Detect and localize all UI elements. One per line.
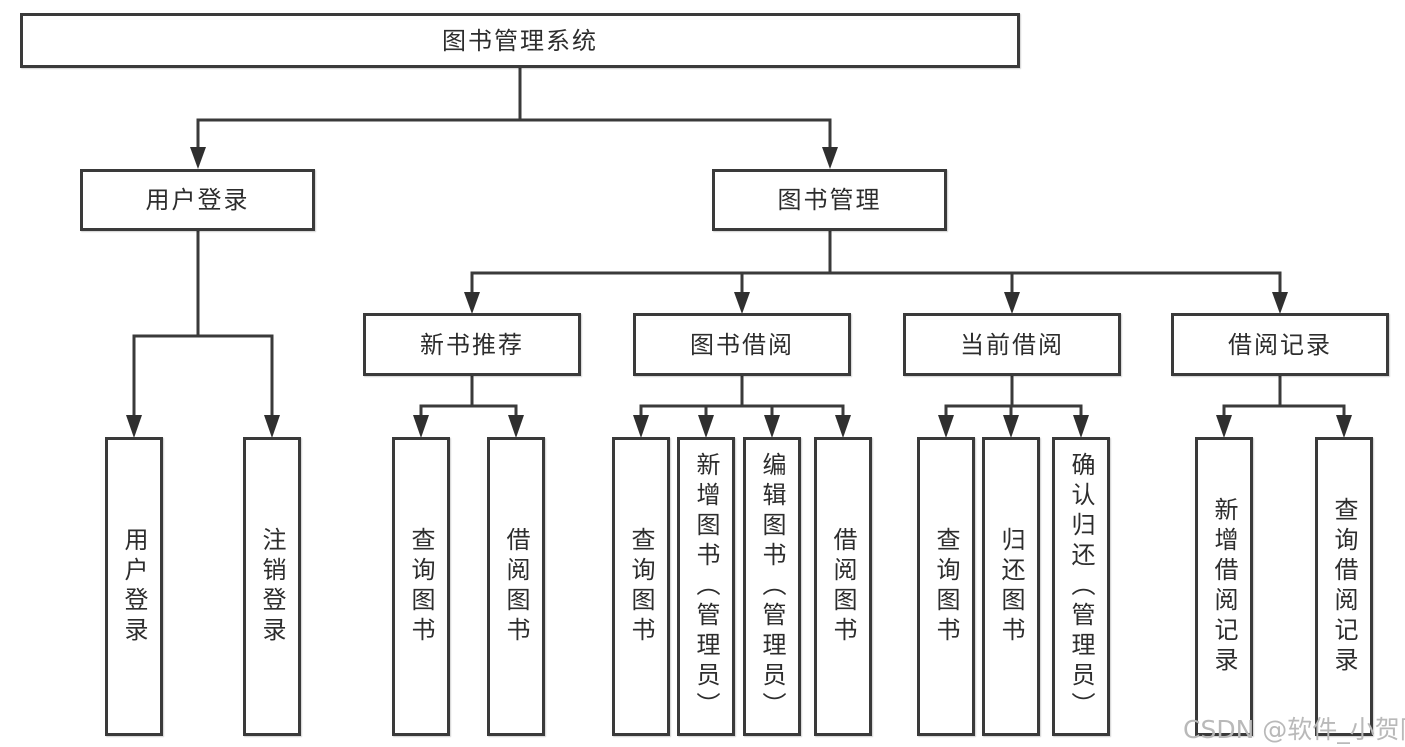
node-borrow-records: 借阅记录 bbox=[1171, 313, 1389, 376]
arrowhead-icons bbox=[126, 147, 1352, 438]
leaf-label: 查询图书 bbox=[932, 526, 960, 647]
leaf-add-borrow-record: 新增借阅记录 bbox=[1195, 437, 1253, 736]
leaf-label: 借阅图书 bbox=[502, 526, 530, 647]
leaf-label: 查询借阅记录 bbox=[1330, 496, 1358, 677]
leaf-query-borrow-record: 查询借阅记录 bbox=[1315, 437, 1373, 736]
leaf-user-login: 用户登录 bbox=[105, 437, 163, 736]
node-root-system: 图书管理系统 bbox=[20, 13, 1020, 68]
watermark: CSDN @软件_小贺同学 bbox=[1183, 710, 1405, 746]
leaf-label: 注销登录 bbox=[258, 526, 286, 647]
leaf-label: 借阅图书 bbox=[829, 526, 857, 647]
leaf-label: 新增借阅记录 bbox=[1210, 496, 1238, 677]
node-book-management: 图书管理 bbox=[712, 169, 947, 231]
leaf-query-books-recommend: 查询图书 bbox=[392, 437, 450, 736]
node-label: 新书推荐 bbox=[420, 330, 524, 359]
leaf-borrow-books: 借阅图书 bbox=[814, 437, 872, 736]
leaf-query-books-borrow: 查询图书 bbox=[612, 437, 670, 736]
leaf-label: 编辑图书（管理员） bbox=[758, 451, 786, 722]
node-current-borrow: 当前借阅 bbox=[903, 313, 1121, 376]
node-user-login: 用户登录 bbox=[80, 169, 315, 231]
node-label: 图书借阅 bbox=[690, 330, 794, 359]
leaf-return-book: 归还图书 bbox=[982, 437, 1040, 736]
leaf-label: 确认归还（管理员） bbox=[1067, 451, 1095, 722]
leaf-label: 新增图书（管理员） bbox=[692, 451, 720, 722]
leaf-label: 查询图书 bbox=[627, 526, 655, 647]
leaf-borrow-books-recommend: 借阅图书 bbox=[487, 437, 545, 736]
node-label: 用户登录 bbox=[145, 186, 250, 214]
leaf-label: 归还图书 bbox=[997, 526, 1025, 647]
leaf-logout: 注销登录 bbox=[243, 437, 301, 736]
node-label: 当前借阅 bbox=[960, 330, 1064, 359]
watermark-text: CSDN @软件_小贺同学 bbox=[1183, 715, 1405, 744]
node-new-book-recommend: 新书推荐 bbox=[363, 313, 581, 376]
leaf-confirm-return-admin: 确认归还（管理员） bbox=[1052, 437, 1110, 736]
node-label: 借阅记录 bbox=[1228, 330, 1332, 359]
leaf-query-books-current: 查询图书 bbox=[917, 437, 975, 736]
leaf-label: 查询图书 bbox=[407, 526, 435, 647]
node-book-borrow: 图书借阅 bbox=[633, 313, 851, 376]
leaf-label: 用户登录 bbox=[120, 526, 148, 647]
node-label: 图书管理系统 bbox=[442, 26, 598, 55]
leaf-add-book-admin: 新增图书（管理员） bbox=[677, 437, 735, 736]
leaf-edit-book-admin: 编辑图书（管理员） bbox=[743, 437, 801, 736]
node-label: 图书管理 bbox=[777, 186, 882, 214]
